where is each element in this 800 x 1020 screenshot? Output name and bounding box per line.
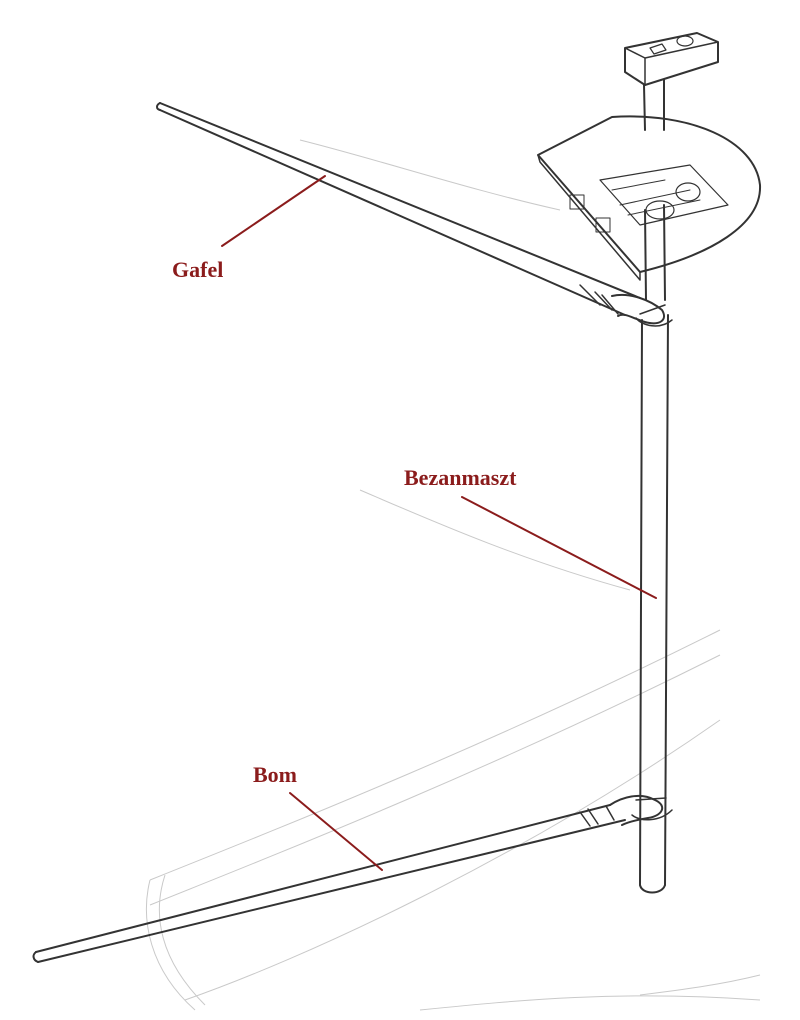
boom-label: Bom [253, 762, 297, 787]
boom-leader-line [289, 792, 383, 871]
mast-leader-line [461, 496, 657, 599]
mast-label: Bezanmaszt [404, 465, 517, 490]
mast-cap [624, 32, 719, 86]
mizzen-mast [639, 79, 669, 894]
mast-top-platform [537, 115, 762, 281]
gaff-leader-line [221, 175, 326, 247]
hull-sketch [145, 139, 761, 1011]
boom-spar [32, 794, 673, 963]
gaff-label: Gafel [172, 257, 223, 282]
gaff-spar [156, 102, 673, 327]
